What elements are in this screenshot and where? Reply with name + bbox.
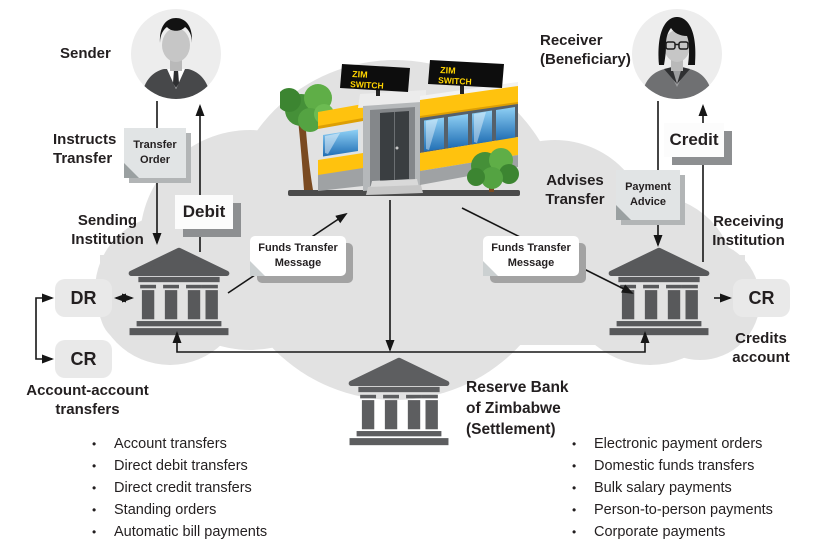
- list-item: Standing orders: [92, 499, 267, 521]
- list-item: Electronic payment orders: [572, 433, 773, 455]
- zimswitch-sign-right: ZIM SWITCH: [428, 60, 504, 94]
- dr-label: DR: [70, 287, 97, 308]
- reserve-bank-icon: [346, 355, 452, 447]
- list-item: Person-to-person payments: [572, 499, 773, 521]
- cr-left-label: CR: [70, 348, 97, 369]
- bank-building-icon: [608, 247, 710, 336]
- credits-account-label: Credits account: [722, 330, 800, 368]
- sender-person-icon: [131, 9, 221, 99]
- ftm-line2: Message: [507, 257, 555, 269]
- instructs-transfer-label: Instructs Transfer: [53, 131, 116, 169]
- right-payment-types-list: Electronic payment orders Domestic funds…: [572, 433, 773, 543]
- account-account-transfers-label: Account-account transfers: [20, 382, 155, 420]
- ftm-line1: Funds Transfer: [258, 242, 338, 255]
- credits-line2: account: [732, 348, 790, 366]
- list-item: Direct credit transfers: [92, 477, 267, 499]
- list-item: Automatic bill payments: [92, 521, 267, 543]
- list-item: Domestic funds transfers: [572, 455, 773, 477]
- payment-advice-note: Payment Advice: [616, 170, 680, 220]
- receiving-institution-label: Receiving Institution: [701, 213, 796, 251]
- debit-label: Debit: [182, 202, 226, 221]
- sender-avatar: [131, 9, 221, 99]
- payment-advice-line1: Payment: [625, 181, 671, 194]
- ftm-line2: Message: [274, 257, 322, 269]
- sending-line2: Institution: [71, 230, 144, 248]
- reserve-line1: Reserve Bank: [466, 379, 569, 396]
- sending-institution-label: Sending Institution: [60, 212, 155, 250]
- bank-building-icon: [348, 357, 450, 446]
- transfer-order-line1: Transfer: [133, 139, 177, 152]
- zimswitch-sign-left: ZIM SWITCH: [340, 64, 410, 96]
- funds-transfer-message-note-left: Funds Transfer Message: [250, 236, 346, 276]
- cr-box-right: CR: [733, 279, 790, 317]
- left-payment-types-list: Account transfers Direct debit transfers…: [92, 433, 267, 543]
- account-account-line1: Account-account: [26, 382, 149, 399]
- note-fold: [616, 205, 631, 220]
- sign-text-line1: ZIM: [352, 69, 368, 80]
- receiver-label: Receiver (Beneficiary): [540, 32, 631, 70]
- sign-text-line1: ZIM: [440, 65, 456, 76]
- dr-box: DR: [55, 279, 112, 317]
- left-list: Account transfers Direct debit transfers…: [92, 433, 267, 543]
- debit-box: Debit: [175, 195, 233, 229]
- receiving-line1: Receiving: [713, 213, 784, 230]
- sign-text-line2: SWITCH: [438, 75, 472, 87]
- receiver-avatar: [632, 9, 722, 99]
- bank-building-icon: [128, 247, 230, 336]
- zimswitch-building-art: ZIM SWITCH ZIM SWITCH: [277, 60, 520, 196]
- instructs-line2: Transfer: [53, 149, 113, 167]
- list-item: Direct debit transfers: [92, 455, 267, 477]
- receiving-bank-icon: [606, 245, 712, 337]
- building-right-face: [420, 82, 518, 185]
- list-item: Account transfers: [92, 433, 267, 455]
- receiving-line2: Institution: [712, 231, 785, 249]
- reserve-line2: of Zimbabwe: [466, 400, 561, 417]
- reserve-bank-label: Reserve Bank of Zimbabwe (Settlement): [466, 377, 569, 440]
- funds-transfer-message-note-right: Funds Transfer Message: [483, 236, 579, 276]
- list-item: Corporate payments: [572, 521, 773, 543]
- cr-box-left: CR: [55, 340, 112, 378]
- receiver-person-icon: [632, 9, 722, 99]
- credit-label: Credit: [669, 130, 719, 149]
- ftm-line1: Funds Transfer: [491, 242, 571, 255]
- advises-line2: Transfer: [545, 190, 605, 208]
- sender-label: Sender: [60, 45, 130, 64]
- receiver-text-line1: Receiver: [540, 32, 603, 49]
- credit-box: Credit: [664, 123, 724, 157]
- sending-line1: Sending: [77, 212, 138, 229]
- advises-line1: Advises: [546, 172, 604, 189]
- zimswitch-building-illustration: ZIM SWITCH ZIM SWITCH: [277, 60, 528, 202]
- tree-right-icon: [467, 148, 519, 192]
- building-entrance: [358, 90, 426, 195]
- building-left-face: [318, 104, 363, 191]
- note-fold: [250, 261, 265, 276]
- receiver-text-line2: (Beneficiary): [540, 50, 631, 68]
- credits-line1: Credits: [735, 330, 787, 347]
- account-account-line2: transfers: [55, 400, 120, 418]
- instructs-line1: Instructs: [53, 131, 117, 148]
- right-list: Electronic payment orders Domestic funds…: [572, 433, 773, 543]
- payment-advice-line2: Advice: [629, 196, 667, 208]
- cr-right-label: CR: [748, 287, 775, 308]
- sign-text-line2: SWITCH: [350, 79, 384, 91]
- transfer-order-note: Transfer Order: [124, 128, 186, 178]
- advises-transfer-label: Advises Transfer: [536, 172, 614, 210]
- sending-bank-icon: [126, 245, 232, 337]
- transfer-order-line2: Order: [140, 154, 170, 166]
- sender-text: Sender: [60, 45, 111, 62]
- note-fold: [483, 261, 498, 276]
- reserve-line3: (Settlement): [466, 421, 556, 438]
- note-fold: [124, 163, 139, 178]
- list-item: Bulk salary payments: [572, 477, 773, 499]
